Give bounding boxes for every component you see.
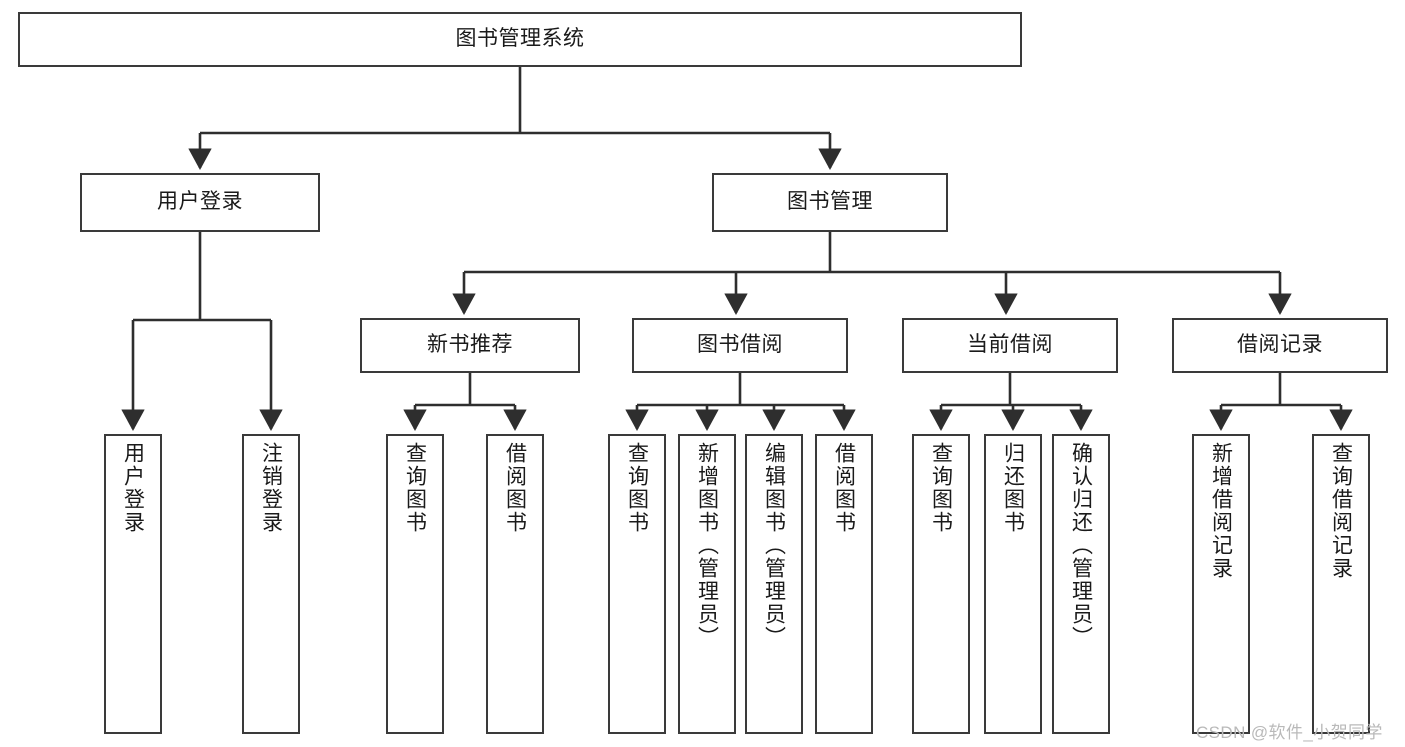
node-book-management[interactable]: 图书管理 (712, 173, 948, 232)
leaf-add-book-admin[interactable]: 新增图书（管理员） (678, 434, 736, 734)
leaf-query-book-new-label: 查询图书 (403, 442, 427, 534)
node-new-book-recommend-label: 新书推荐 (427, 333, 513, 357)
leaf-logout-label: 注销登录 (259, 442, 283, 534)
leaf-add-borrow-record-label: 新增借阅记录 (1209, 442, 1233, 580)
leaf-edit-book-admin[interactable]: 编辑图书（管理员） (745, 434, 803, 734)
node-book-borrow[interactable]: 图书借阅 (632, 318, 848, 373)
node-book-borrow-label: 图书借阅 (697, 333, 783, 357)
leaf-query-book-current-label: 查询图书 (929, 442, 953, 534)
node-user-login[interactable]: 用户登录 (80, 173, 320, 232)
csdn-watermark: CSDN @软件_小贺同学 (1196, 718, 1383, 743)
leaf-borrow-book-new[interactable]: 借阅图书 (486, 434, 544, 734)
node-borrow-record[interactable]: 借阅记录 (1172, 318, 1388, 373)
leaf-lend-book[interactable]: 借阅图书 (815, 434, 873, 734)
node-current-borrow[interactable]: 当前借阅 (902, 318, 1118, 373)
node-root-label: 图书管理系统 (455, 27, 585, 51)
node-new-book-recommend[interactable]: 新书推荐 (360, 318, 580, 373)
csdn-watermark-text: CSDN @软件_小贺同学 (1196, 723, 1383, 742)
leaf-borrow-book-new-label: 借阅图书 (503, 442, 527, 534)
leaf-add-book-admin-label: 新增图书（管理员） (695, 442, 719, 649)
leaf-confirm-return-admin[interactable]: 确认归还（管理员） (1052, 434, 1110, 734)
leaf-lend-book-label: 借阅图书 (832, 442, 856, 534)
leaf-query-book-borrow[interactable]: 查询图书 (608, 434, 666, 734)
leaf-confirm-return-admin-label: 确认归还（管理员） (1069, 442, 1093, 649)
node-user-login-label: 用户登录 (157, 190, 243, 214)
leaf-return-book[interactable]: 归还图书 (984, 434, 1042, 734)
leaf-user-login[interactable]: 用户登录 (104, 434, 162, 734)
leaf-query-borrow-record[interactable]: 查询借阅记录 (1312, 434, 1370, 734)
leaf-logout[interactable]: 注销登录 (242, 434, 300, 734)
leaf-return-book-label: 归还图书 (1001, 442, 1025, 534)
leaf-user-login-label: 用户登录 (121, 442, 145, 534)
node-root[interactable]: 图书管理系统 (18, 12, 1022, 67)
leaf-query-book-current[interactable]: 查询图书 (912, 434, 970, 734)
leaf-edit-book-admin-label: 编辑图书（管理员） (762, 442, 786, 649)
leaf-query-book-new[interactable]: 查询图书 (386, 434, 444, 734)
leaf-query-book-borrow-label: 查询图书 (625, 442, 649, 534)
node-borrow-record-label: 借阅记录 (1237, 333, 1323, 357)
leaf-query-borrow-record-label: 查询借阅记录 (1329, 442, 1353, 580)
leaf-add-borrow-record[interactable]: 新增借阅记录 (1192, 434, 1250, 734)
node-current-borrow-label: 当前借阅 (967, 333, 1053, 357)
node-book-management-label: 图书管理 (787, 190, 873, 214)
